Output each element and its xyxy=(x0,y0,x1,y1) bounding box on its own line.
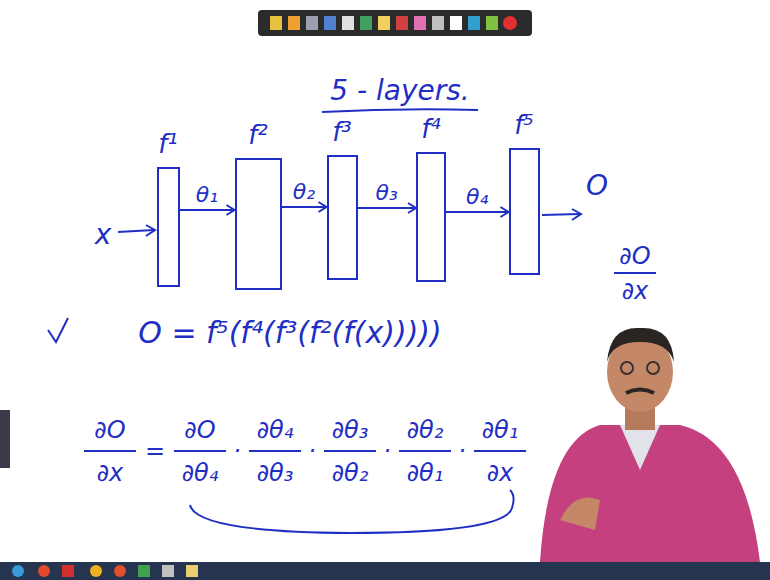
handwritten-text: ∂θ₁ xyxy=(407,460,444,486)
handwritten-text: ∂x xyxy=(97,460,124,486)
check-mark xyxy=(48,318,68,342)
handwritten-text: O = f⁵(f⁴(f³(f²(f(x))))) xyxy=(138,316,442,349)
layer-name: f¹ xyxy=(158,130,178,159)
layer-box: f² xyxy=(235,121,282,290)
handwritten-text: ∂θ₂ xyxy=(332,460,369,486)
brace xyxy=(190,490,514,533)
edge-label: θ₂ xyxy=(291,180,317,204)
edge-label: θ₃ xyxy=(374,181,400,205)
box-outline xyxy=(416,152,446,282)
fraction-bars xyxy=(84,273,656,451)
handwritten-text: ∂θ₄ xyxy=(257,417,294,443)
lecturer xyxy=(540,328,760,562)
box-outline xyxy=(235,158,282,290)
toolbar-icons xyxy=(270,16,517,30)
edge-fragment xyxy=(0,410,10,468)
title-text: 5 - layers. xyxy=(330,76,469,107)
handwritten-text: · xyxy=(233,438,241,464)
layer-box: f⁵ xyxy=(509,111,540,275)
handwritten-text: · xyxy=(383,438,391,464)
box-outline xyxy=(327,155,358,280)
handwritten-text: = xyxy=(145,438,165,464)
handwritten-text: ∂O xyxy=(619,243,650,269)
edge-label: θ₁ xyxy=(194,183,220,207)
handwritten-text: ∂θ₂ xyxy=(407,417,444,443)
layer-name: f² xyxy=(248,121,268,150)
title-underline xyxy=(322,109,478,112)
handwritten-text: ∂x xyxy=(622,278,649,304)
io-arrows xyxy=(118,209,581,236)
handwritten-text: ∂θ₄ xyxy=(182,460,219,486)
edge-label: θ₄ xyxy=(464,185,490,209)
layer-box: f⁴ xyxy=(416,115,446,282)
taskbar xyxy=(0,562,770,580)
handwritten-text: ∂θ₁ xyxy=(482,417,519,443)
box-outline xyxy=(509,148,540,275)
handwritten-text: x xyxy=(95,220,112,251)
layer-box: f¹ xyxy=(157,130,180,287)
handwritten-text: · xyxy=(308,438,316,464)
handwritten-text: ∂O xyxy=(184,417,215,443)
taskbar-icons xyxy=(12,565,198,577)
layer-name: f³ xyxy=(332,118,352,147)
handwritten-text: O xyxy=(586,171,608,202)
handwritten-text: ∂x xyxy=(487,460,514,486)
handwritten-text: ∂θ₃ xyxy=(257,460,294,486)
toolbar xyxy=(258,10,532,36)
layer-name: f⁴ xyxy=(421,115,441,144)
layer-name: f⁵ xyxy=(514,111,534,140)
handwritten-text: ∂O xyxy=(94,417,125,443)
layer-box: f³ xyxy=(327,118,358,280)
handwritten-text: · xyxy=(458,438,466,464)
box-outline xyxy=(157,167,180,287)
handwritten-text: ∂θ₃ xyxy=(332,417,369,443)
